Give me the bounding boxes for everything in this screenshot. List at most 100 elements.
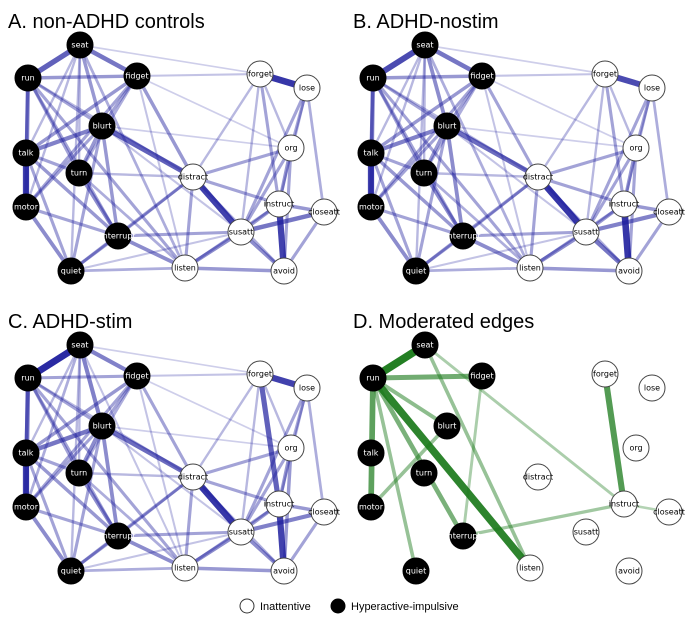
edge-blurt-interrupt bbox=[100, 424, 120, 538]
edge-quiet-listen bbox=[69, 566, 187, 573]
node-seat-label: seat bbox=[71, 341, 88, 350]
node-fidget-label: fidget bbox=[125, 72, 148, 81]
edge-seat-forget bbox=[424, 44, 606, 75]
node-quiet-label: quiet bbox=[61, 267, 81, 276]
node-talk bbox=[357, 139, 385, 167]
node-closeatt bbox=[310, 498, 338, 526]
node-forget-label: forget bbox=[593, 370, 617, 379]
node-distract-label: distract bbox=[178, 173, 208, 182]
edge-closeatt-susatt bbox=[583, 209, 672, 235]
edge-talk-quiet bbox=[24, 451, 73, 573]
node-quiet bbox=[402, 557, 430, 585]
node-instruct bbox=[610, 190, 638, 218]
node-turn bbox=[410, 159, 438, 187]
edge-distract-listen bbox=[528, 175, 540, 270]
edge-quiet-distract bbox=[69, 175, 195, 273]
edge-forget-distract bbox=[536, 72, 607, 179]
edges bbox=[368, 341, 671, 573]
node-listen-label: listen bbox=[519, 264, 541, 273]
node-forget bbox=[246, 60, 274, 88]
edge-forget-instruct bbox=[603, 72, 626, 206]
edge-interrupt-distract bbox=[461, 175, 540, 238]
node-run-label: run bbox=[21, 74, 34, 83]
node-avoid-label: avoid bbox=[273, 267, 295, 276]
node-turn-label: turn bbox=[416, 469, 432, 478]
edge-seat-talk bbox=[369, 43, 427, 155]
node-quiet-label: quiet bbox=[406, 267, 426, 276]
edge-run-turn bbox=[26, 76, 81, 175]
moderated-edge-seat-listen bbox=[423, 343, 532, 570]
node-susatt-label: susatt bbox=[229, 228, 254, 237]
node-lose bbox=[638, 74, 666, 102]
node-avoid-label: avoid bbox=[618, 567, 640, 576]
panel-c-title: C. ADHD-stim bbox=[8, 311, 132, 333]
edge-talk-interrupt bbox=[24, 151, 120, 238]
node-distract-label: distract bbox=[178, 473, 208, 482]
node-instruct bbox=[265, 190, 293, 218]
moderated-edge-run-blurt bbox=[371, 376, 449, 428]
node-distract bbox=[524, 163, 552, 191]
moderated-edge-run-fidget bbox=[370, 373, 485, 381]
moderated-edge-run-listen bbox=[369, 374, 534, 572]
edge-run-listen bbox=[371, 76, 532, 270]
edge-fidget-org bbox=[481, 75, 637, 149]
node-fidget bbox=[123, 362, 151, 390]
edge-listen-avoid bbox=[183, 566, 286, 573]
edge-interrupt-distract bbox=[116, 175, 195, 238]
node-blurt-label: blurt bbox=[93, 122, 112, 131]
node-listen bbox=[171, 554, 199, 582]
legend-hyperactive-label: Hyperactive-impulsive bbox=[351, 601, 459, 613]
edge-seat-blurt bbox=[423, 43, 449, 128]
edge-quiet-listen bbox=[414, 266, 532, 273]
node-lose-label: lose bbox=[644, 84, 660, 93]
edge-seat-motor bbox=[24, 343, 82, 509]
node-fidget bbox=[468, 62, 496, 90]
edge-motor-interrupt bbox=[369, 205, 465, 238]
legend-inattentive-swatch bbox=[239, 598, 255, 614]
node-quiet bbox=[57, 557, 85, 585]
node-fidget bbox=[123, 62, 151, 90]
edge-seat-blurt bbox=[78, 43, 104, 128]
node-seat-label: seat bbox=[71, 41, 88, 50]
edge-quiet-distract bbox=[414, 175, 540, 273]
node-listen bbox=[171, 254, 199, 282]
edge-org-distract bbox=[191, 446, 293, 479]
edge-fidget-distract bbox=[135, 374, 195, 479]
node-motor bbox=[12, 493, 40, 521]
edge-lose-closeatt bbox=[305, 86, 326, 214]
node-susatt-label: susatt bbox=[574, 528, 599, 537]
node-seat-label: seat bbox=[416, 41, 433, 50]
edges bbox=[22, 42, 327, 275]
edge-turn-distract bbox=[77, 471, 195, 479]
edge-blurt-distract bbox=[99, 423, 196, 480]
node-blurt bbox=[88, 112, 116, 140]
node-org-label: org bbox=[284, 144, 297, 153]
edge-blurt-motor bbox=[24, 424, 104, 509]
edge-org-distract bbox=[536, 146, 638, 179]
node-fidget bbox=[468, 362, 496, 390]
node-talk bbox=[12, 439, 40, 467]
edge-blurt-motor bbox=[24, 124, 104, 209]
edge-closeatt-susatt bbox=[238, 509, 327, 535]
node-listen bbox=[516, 554, 544, 582]
node-run-label: run bbox=[366, 374, 379, 383]
node-instruct bbox=[610, 490, 638, 518]
edge-lose-susatt bbox=[239, 386, 309, 534]
edge-forget-susatt bbox=[239, 372, 262, 534]
node-listen-label: listen bbox=[174, 564, 196, 573]
edge-blurt-org bbox=[101, 125, 292, 149]
moderated-edge-run-interrupt bbox=[370, 375, 466, 539]
node-run bbox=[14, 364, 42, 392]
moderated-edge-blurt-motor bbox=[369, 424, 449, 509]
node-blurt-label: blurt bbox=[93, 422, 112, 431]
node-susatt bbox=[572, 518, 600, 546]
node-forget-label: forget bbox=[593, 70, 617, 79]
edge-fidget-org bbox=[136, 75, 292, 149]
node-fidget-label: fidget bbox=[470, 72, 493, 81]
node-run bbox=[359, 64, 387, 92]
node-interrupt-label: interrupt bbox=[100, 232, 135, 241]
